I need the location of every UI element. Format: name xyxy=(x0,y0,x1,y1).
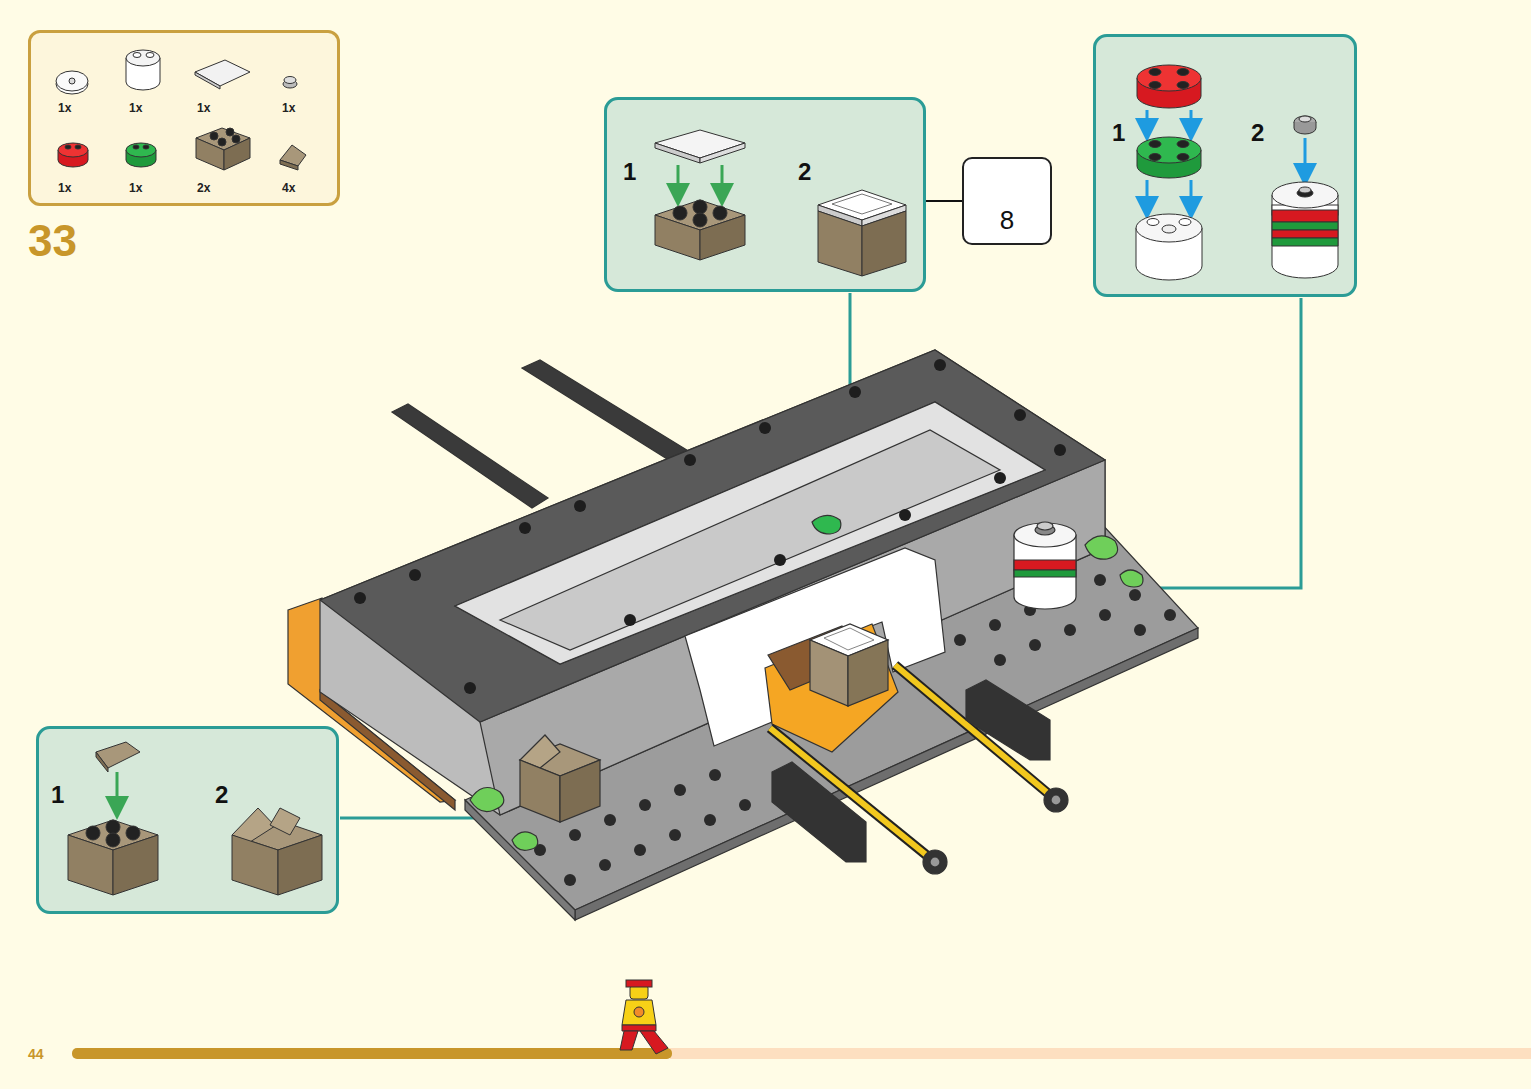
callout-step-number: 1 xyxy=(51,781,64,809)
part-quantity: 2x xyxy=(197,181,210,195)
parts-list-box: 1x 1x 1x 1x 1x 1x 2x 4x xyxy=(28,30,340,206)
callout-parts xyxy=(655,130,906,276)
part-quantity: 1x xyxy=(197,101,210,115)
minifigure xyxy=(620,980,668,1054)
model xyxy=(288,350,1198,920)
callout-step-number: 2 xyxy=(798,158,811,186)
part-quantity: 1x xyxy=(129,181,142,195)
callout-ground xyxy=(36,726,339,914)
sticker-callout: 8 xyxy=(962,157,1052,245)
sticker-number: 8 xyxy=(1000,205,1014,236)
callout-step-number: 1 xyxy=(1112,119,1125,147)
part-quantity: 1x xyxy=(58,181,71,195)
part-quantity: 1x xyxy=(129,101,142,115)
callout-step-number: 2 xyxy=(215,781,228,809)
sub-assembly-callout: 12 xyxy=(1093,34,1357,297)
sub-assembly-callout: 12 xyxy=(604,97,926,292)
progress-track xyxy=(670,1048,1531,1059)
sticker-leader xyxy=(926,201,962,202)
callout-parts xyxy=(1136,65,1338,280)
callout-step-number: 1 xyxy=(623,158,636,186)
callout-ground xyxy=(604,97,926,292)
callout-parts xyxy=(68,742,322,895)
part-quantity: 1x xyxy=(282,101,295,115)
connector-line xyxy=(926,200,962,202)
callout-ground xyxy=(1093,34,1357,297)
sub-assembly-callout: 12 xyxy=(36,726,339,914)
parts-panel-ground xyxy=(28,30,340,206)
sticker-ground xyxy=(962,157,1052,245)
step-number: 33 xyxy=(28,216,77,266)
part-quantity: 4x xyxy=(282,181,295,195)
progress-bar xyxy=(72,1048,672,1059)
page-number: 44 xyxy=(28,1046,44,1062)
parts-icons xyxy=(56,50,306,170)
part-quantity: 1x xyxy=(58,101,71,115)
callout-step-number: 2 xyxy=(1251,119,1264,147)
